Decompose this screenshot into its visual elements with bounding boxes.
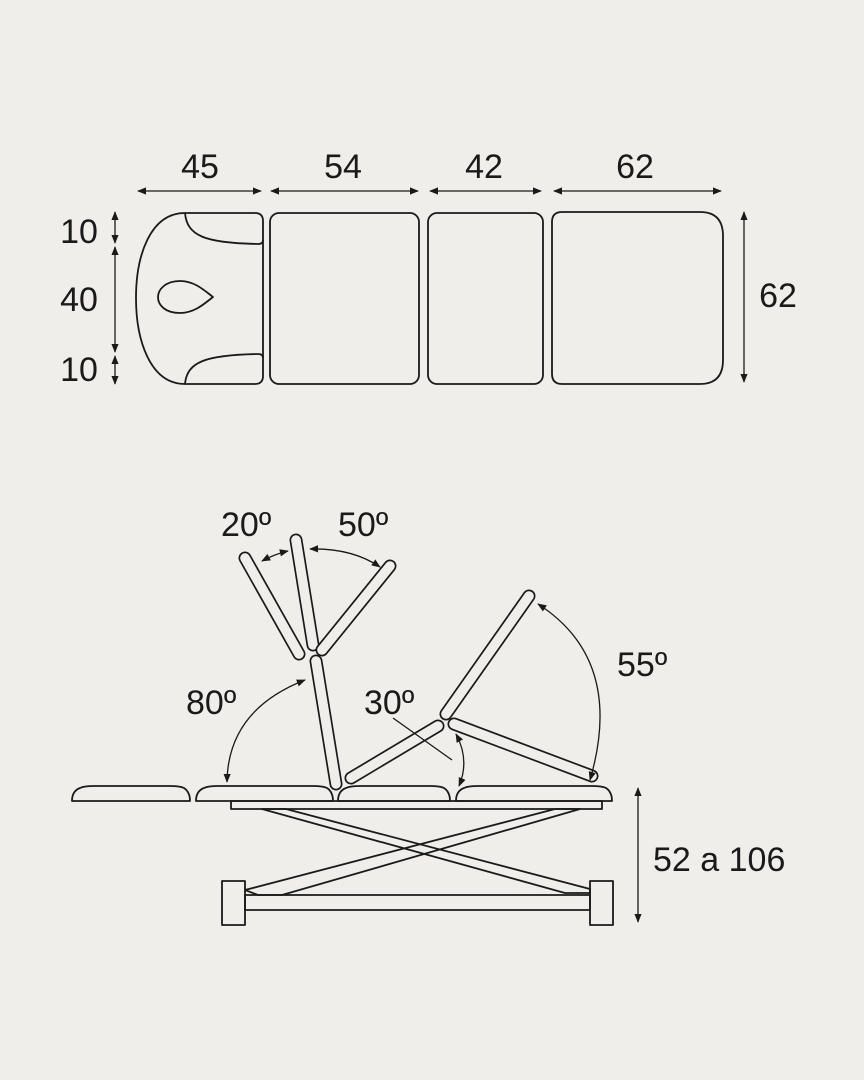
face-hole xyxy=(157,280,214,314)
side-view: 52 a 106 20º 50º 80º 30º 55º xyxy=(71,506,785,926)
angle-label-50: 50º xyxy=(338,506,388,544)
head-height-bottom-label: 10 xyxy=(60,351,98,389)
head-armrest-top xyxy=(184,212,264,245)
angle-30-leader xyxy=(392,717,453,761)
base-bar xyxy=(244,894,591,911)
table-frame xyxy=(230,800,603,810)
pad-seat xyxy=(337,785,451,802)
angle-label-20: 20º xyxy=(221,506,271,544)
head-height-top-label: 10 xyxy=(60,213,98,251)
head-section xyxy=(135,212,264,385)
scissor-bar-b xyxy=(244,808,581,896)
width-label-head: 45 xyxy=(181,148,219,186)
seat-section xyxy=(427,212,544,385)
raised-segments xyxy=(238,533,599,791)
head-height-middle-label: 40 xyxy=(60,281,98,319)
angle-label-55: 55º xyxy=(617,646,667,684)
top-view: 45 54 42 62 10 40 10 62 xyxy=(60,148,797,389)
angle-label-80: 80º xyxy=(186,684,236,722)
total-width-label: 62 xyxy=(759,277,797,315)
angle-arc-20 xyxy=(261,549,289,562)
angle-label-30: 30º xyxy=(364,684,414,722)
width-label-back: 54 xyxy=(324,148,362,186)
back-section xyxy=(269,212,420,385)
angle-arc-30 xyxy=(455,733,466,787)
scissor-bar-a xyxy=(261,808,591,894)
pad-extension xyxy=(71,785,191,802)
base-foot-right xyxy=(589,880,614,926)
leg-section xyxy=(551,211,724,385)
angle-arc-80 xyxy=(223,679,306,783)
table-height-label: 52 a 106 xyxy=(653,841,785,879)
pad-back xyxy=(195,785,334,802)
head-armrest-bottom xyxy=(184,353,264,385)
width-label-legs: 62 xyxy=(616,148,654,186)
angle-arc-50 xyxy=(309,545,381,568)
pad-legs xyxy=(455,785,613,802)
base-foot-left xyxy=(221,880,246,926)
width-label-seat: 42 xyxy=(465,148,503,186)
angle-arc-55 xyxy=(537,603,601,781)
